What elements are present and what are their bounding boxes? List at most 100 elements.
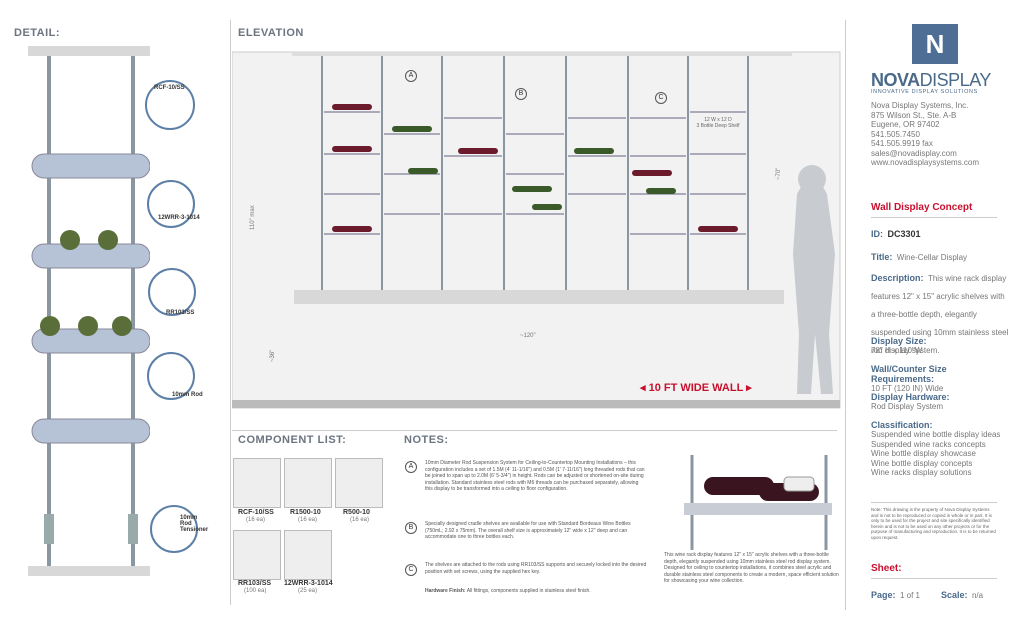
elevation-heading: ELEVATION [238, 27, 304, 39]
component-code: RR103/SS [238, 580, 272, 587]
divider [230, 20, 231, 605]
component-code: RCF-10/SS [238, 509, 274, 516]
component-code: R500-10 [343, 509, 370, 516]
company-line: sales@novadisplay.com [871, 148, 957, 158]
callout-c: C [655, 92, 667, 104]
component-code: R1500-10 [290, 509, 321, 516]
company-line: www.novadisplaysystems.com [871, 158, 980, 167]
divider [871, 578, 997, 579]
component-qty: (16 ea) [350, 517, 370, 523]
concept-desc-value: This wine rack display features 12" x 15… [871, 274, 1009, 355]
component-image-rr103 [233, 530, 281, 580]
elevation-drawing [232, 51, 841, 409]
scale-label: Scale: [941, 590, 968, 600]
detail-circle-rcf [145, 80, 195, 130]
page-info: Page: 1 of 1 [871, 585, 1011, 603]
brand-name: NOVADISPLAY [871, 70, 1011, 91]
divider [845, 20, 846, 610]
component-image-r1500 [284, 458, 332, 508]
component-code: 12WRR-3-1014 [284, 580, 333, 587]
detail-label-rcf: RCF-10/SS [154, 85, 185, 91]
detail-label-tensioner: 10mm Rod Tensioner [180, 515, 209, 533]
company-line: 875 Wilson St., Ste. A-B [871, 110, 957, 120]
component-qty: (16 ea) [246, 517, 266, 523]
concept-id-value: DC3301 [887, 229, 921, 239]
classification-item: Suspended wine racks concepts [871, 439, 986, 449]
note-text: 10mm Diameter Rod Suspension System for … [425, 460, 645, 492]
brand-logo: N [912, 24, 958, 64]
company-line: 541.505.7450 [871, 129, 920, 139]
brand-tagline: INNOVATIVE DISPLAY SOLUTIONS [871, 89, 978, 95]
concept-description: Description: This wine rack display feat… [871, 268, 1011, 358]
divider [232, 430, 837, 431]
classification-item: Wine bottle display concepts [871, 458, 973, 468]
scale-value: n/a [971, 591, 984, 600]
product-photo [664, 455, 839, 550]
scale-info: Scale: n/a [941, 585, 983, 603]
hardware-finish: Hardware Finish: All fittings, component… [425, 588, 647, 595]
wall-size: Wall/Counter Size Requirements:10 FT (12… [871, 364, 1011, 394]
dim-height: 110" max [250, 205, 256, 230]
divider [871, 502, 997, 503]
classification-item: Wine bottle display showcase [871, 449, 976, 458]
classification-item: Suspended wine bottle display ideas [871, 430, 1001, 439]
detail-heading: DETAIL: [14, 27, 61, 39]
concept-desc-label: Description: [871, 273, 924, 283]
shelf-note: 12 W x 12 D 3 Bottle Deep Shelf [696, 117, 740, 129]
page-label: Page: [871, 590, 896, 600]
detail-label-wrr: 12WRR-3-1014 [158, 215, 200, 221]
display-hardware-label: Display Hardware: [871, 392, 950, 402]
wall-width-label: ◂ 10 FT WIDE WALL ▸ [640, 382, 752, 394]
wall-size-value: 10 FT (120 IN) Wide [871, 384, 944, 393]
dim-width: ~120" [520, 333, 536, 339]
display-hardware: Display Hardware:Rod Display System [871, 392, 1011, 412]
concept-title: Title: Wine-Cellar Display [871, 247, 1011, 265]
detail-circle-tensioner [150, 505, 198, 553]
concept-id-label: ID: [871, 229, 883, 239]
photo-caption: This wine rack display features 12" x 15… [664, 552, 839, 584]
note-text: Specially designed cradle shelves are av… [425, 521, 631, 540]
callout-b: B [515, 88, 527, 100]
concept-heading: Wall Display Concept [871, 202, 973, 213]
classification-item: Wine racks display solutions [871, 468, 972, 477]
company-address: Nova Display Systems, Inc. 875 Wilson St… [871, 101, 1011, 168]
wall-width-text: 10 FT WIDE WALL [648, 382, 744, 394]
concept-id: ID: DC3301 [871, 224, 1011, 242]
detail-circle-rod [147, 352, 195, 400]
notes-heading: NOTES: [404, 434, 449, 446]
component-qty: (16 ea) [298, 517, 318, 523]
note-letter: C [405, 564, 417, 576]
note-text: The shelves are attached to the rods usi… [425, 562, 647, 575]
company-line: Nova Display Systems, Inc. [871, 101, 969, 110]
detail-circle-wrr [147, 180, 195, 228]
callout-a: A [405, 70, 417, 82]
component-image-rcf [233, 458, 281, 508]
detail-label-rr103: RR103/SS [166, 310, 195, 316]
detail-label-rod: 10mm Rod [172, 392, 203, 398]
hardware-finish-value: All fittings, components supplied in sta… [466, 588, 591, 594]
display-size-label: Display Size: [871, 336, 927, 346]
component-qty: (25 ea) [298, 588, 318, 594]
note-letter: A [405, 461, 417, 473]
component-image-r500 [335, 458, 383, 508]
page-value: 1 of 1 [899, 591, 920, 600]
component-image-wrr [284, 530, 332, 580]
sheet-heading: Sheet: [871, 563, 902, 574]
display-size-value: 78" H x 110"W [871, 346, 923, 355]
classification-label: Classification: [871, 420, 933, 430]
wall-size-label: Wall/Counter Size Requirements: [871, 364, 947, 384]
detail-circle-rr103 [148, 268, 196, 316]
classification: Classification: Suspended wine bottle di… [871, 420, 1011, 478]
divider [871, 217, 997, 218]
legal-note: Note: This drawing is the property of No… [871, 507, 996, 540]
dim-right: ~70" [776, 167, 782, 180]
component-qty: (100 ea) [244, 588, 267, 594]
company-line: 541.505.9919 fax [871, 139, 933, 148]
detail-drawing [28, 46, 150, 576]
brand-name-2: DISPLAY [919, 70, 992, 90]
concept-title-value: Wine-Cellar Display [896, 253, 968, 262]
concept-title-label: Title: [871, 252, 893, 262]
display-hardware-value: Rod Display System [871, 402, 944, 411]
components-heading: COMPONENT LIST: [238, 434, 347, 446]
dim-counter: ~36" [270, 349, 276, 362]
